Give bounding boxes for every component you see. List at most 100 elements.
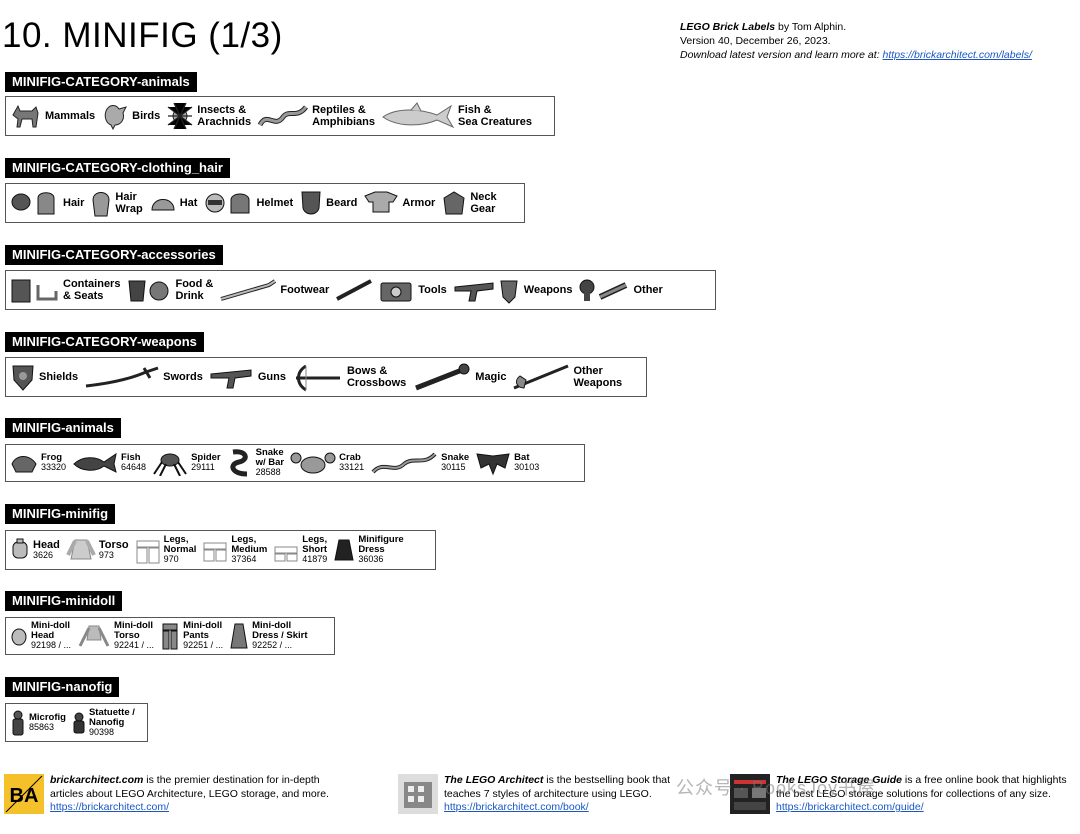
footer-brand-link[interactable]: https://brickarchitect.com/ [50, 801, 170, 813]
footer-guide-link[interactable]: https://brickarchitect.com/guide/ [776, 801, 924, 813]
category-label: Other [633, 284, 663, 296]
credits-version: Version 40, December 26, 2023. [680, 35, 831, 47]
label-box-category-accessories: Containers & Seats Food & Drink Footwear… [5, 270, 716, 310]
category-item-beard: Beard [299, 188, 357, 218]
label-box-category-weapons: Shields Swords Guns Bows & Crossbows Mag… [5, 357, 647, 397]
category-item-food: Food & Drink [126, 275, 213, 305]
category-label: Guns [257, 371, 286, 383]
footer-book-title: The LEGO Architect [444, 774, 544, 786]
weapons-icon [453, 275, 521, 305]
page-title: 10. MINIFIG (1/3) [2, 16, 283, 55]
gun-icon [209, 362, 255, 392]
mammal-icon [10, 101, 42, 131]
credits-download-link[interactable]: https://brickarchitect.com/labels/ [882, 49, 1032, 61]
category-label: Bows & Crossbows [346, 365, 407, 389]
section-heading-animals: MINIFIG-animals [5, 418, 121, 438]
tools-icon [335, 275, 415, 305]
footer-brand: brickarchitect.com [50, 774, 144, 786]
watermark: 公众号 · BooksJoy书屋 [676, 778, 877, 798]
category-item-containers: Containers & Seats [10, 275, 120, 305]
fish-icon [72, 450, 118, 476]
ski-icon [219, 275, 277, 305]
category-label: Food & Drink [175, 278, 214, 302]
part-number: 30115 [441, 462, 466, 473]
part-name: Legs, Short [302, 534, 328, 556]
category-item-other: Other [578, 275, 663, 305]
category-label: Shields [39, 371, 79, 383]
snake-icon [227, 448, 253, 478]
category-label: Reptiles & Amphibians [312, 104, 376, 128]
part-name: Legs, Medium [231, 534, 268, 556]
category-item-reptiles: Reptiles & Amphibians [257, 101, 375, 131]
beard-icon [299, 188, 323, 218]
legs-icon [135, 535, 161, 565]
category-item-weapons: Weapons [453, 275, 572, 305]
category-label: Containers & Seats [63, 278, 121, 302]
section-heading-category-accessories: MINIFIG-CATEGORY-accessories [5, 245, 223, 265]
part-name: Frog [41, 452, 63, 464]
nanofig-icon [72, 711, 86, 735]
footer-book-link[interactable]: https://brickarchitect.com/book/ [444, 801, 589, 813]
part-name: Head [33, 539, 60, 552]
category-item-insects: Insects & Arachnids [166, 101, 251, 131]
part-number: 33320 [41, 462, 67, 473]
category-item-birds: Birds [101, 101, 160, 131]
category-item-other-weapons: Other Weapons [512, 362, 622, 392]
other-accessory-icon [578, 275, 630, 305]
category-item-helmet: Helmet [203, 188, 293, 218]
part-name: Torso [98, 539, 129, 552]
spider-icon [152, 450, 188, 476]
part-number: 973 [98, 550, 114, 561]
container-icon [10, 275, 60, 305]
category-label: Neck Gear [470, 191, 497, 215]
legs-icon [202, 535, 228, 565]
category-label: Swords [163, 371, 203, 383]
part-number: 90398 [88, 726, 114, 737]
minidoll-dress-icon [229, 621, 249, 651]
part-name: Legs, Normal [163, 534, 197, 556]
section-heading-category-clothing: MINIFIG-CATEGORY-clothing_hair [5, 158, 230, 178]
category-label: Birds [132, 110, 161, 122]
sword-icon [84, 362, 160, 392]
magic-wand-icon [412, 362, 472, 392]
head-icon [10, 537, 30, 563]
part-name: Mini-doll Pants [183, 620, 223, 642]
shield-icon [10, 362, 36, 392]
footer-guide: The LEGO Storage Guide is a free online … [730, 774, 1076, 815]
section-heading-nanofig: MINIFIG-nanofig [5, 677, 120, 697]
part-number: 92252 / ... [252, 640, 293, 651]
minidoll-torso-icon [77, 622, 111, 650]
category-label: Fish & Sea Creatures [458, 104, 533, 128]
book-cover-image [398, 774, 438, 814]
part-number: 28588 [255, 467, 281, 478]
bat-icon [475, 450, 511, 476]
part-number: 36036 [358, 554, 384, 565]
part-name: Snake [441, 452, 470, 464]
snake-icon [257, 101, 309, 131]
part-name: Spider [191, 452, 221, 464]
footer-book: The LEGO Architect is the bestselling bo… [398, 774, 678, 815]
part-number: 37364 [231, 554, 257, 565]
shark-icon [381, 101, 455, 131]
category-item-magic: Magic [412, 362, 506, 392]
category-label: Hair Wrap [115, 191, 143, 215]
category-label: Other Weapons [573, 365, 623, 389]
category-label: Hair [63, 197, 85, 209]
category-item-hair-wrap: Hair Wrap [90, 188, 143, 218]
category-label: Beard [326, 197, 358, 209]
bird-icon [101, 101, 129, 131]
footer-guide-text: is a free online book that highlights th… [776, 774, 1067, 800]
credits-product: LEGO Brick Labels [680, 21, 776, 33]
